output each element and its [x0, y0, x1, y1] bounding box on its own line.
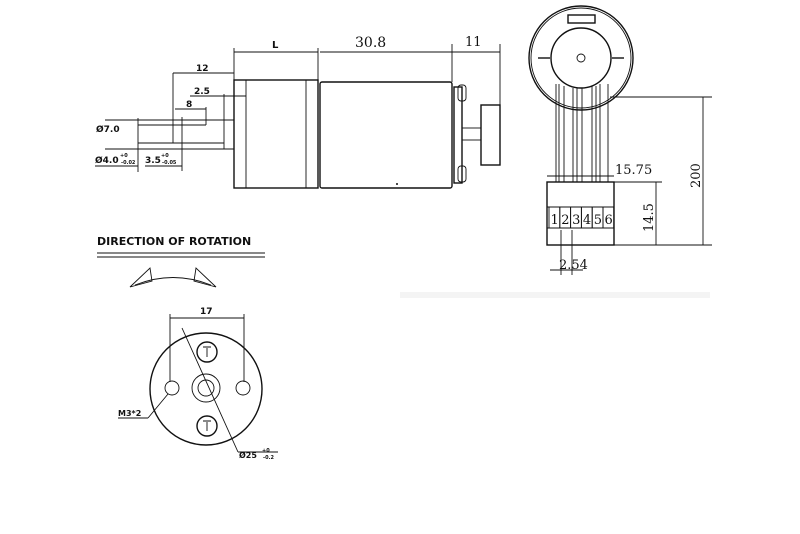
dim-flat-size: 3.5	[145, 156, 161, 166]
dim-shaft-diameter: Ø4.0	[95, 155, 119, 166]
tol-upper: +0	[262, 448, 270, 454]
rotation-title: DIRECTION OF ROTATION	[97, 235, 251, 248]
dim-collar: 2.5	[194, 87, 210, 97]
dim-pin-pitch: 2.54	[559, 258, 588, 273]
dim-cable-length: 200	[689, 163, 704, 188]
front-view: 17 M3*2 Ø25 +0 -0.2	[118, 307, 278, 461]
connector-pin-label: 3	[572, 213, 580, 228]
rotation-arc-icon	[134, 277, 212, 286]
dim-diameter: Ø25	[239, 450, 257, 460]
connector-pin-label: 2	[561, 213, 569, 228]
dim-end: 11	[465, 35, 482, 50]
connector-pin-label: 1	[551, 213, 559, 228]
dim-hole-spacing: 17	[200, 307, 213, 317]
dim-boss-diameter: Ø7.0	[96, 124, 120, 135]
tol-lower: -0.02	[121, 160, 136, 166]
encoder-disc	[480, 104, 501, 166]
motor-body	[319, 81, 453, 189]
tol-lower: -0.05	[162, 160, 177, 166]
connector-pin-label: 4	[583, 213, 591, 228]
side-view: L 30.8 11 12 2.5 8 Ø7.0 Ø4.0 +0 -0.02 3.…	[95, 35, 501, 189]
dim-flat: 8	[186, 100, 192, 110]
connector-pin-label: 5	[594, 213, 602, 228]
dim-connector-height: 14.5	[642, 203, 657, 232]
tol-upper: +0	[120, 153, 128, 159]
dim-connector-width: 15.75	[615, 163, 652, 178]
dim-L: L	[272, 40, 279, 51]
dim-motor-length: 30.8	[355, 35, 386, 51]
dim-shaft-length: 12	[196, 64, 209, 74]
rotation-indicator: DIRECTION OF ROTATION	[97, 235, 265, 288]
connector-pin-cell	[602, 206, 615, 229]
connector-pin-label: 6	[605, 213, 613, 228]
tol-lower: -0.2	[263, 455, 274, 461]
tol-upper: +0	[161, 153, 169, 159]
hole-label: M3*2	[118, 409, 141, 418]
gearbox-body	[233, 79, 319, 189]
